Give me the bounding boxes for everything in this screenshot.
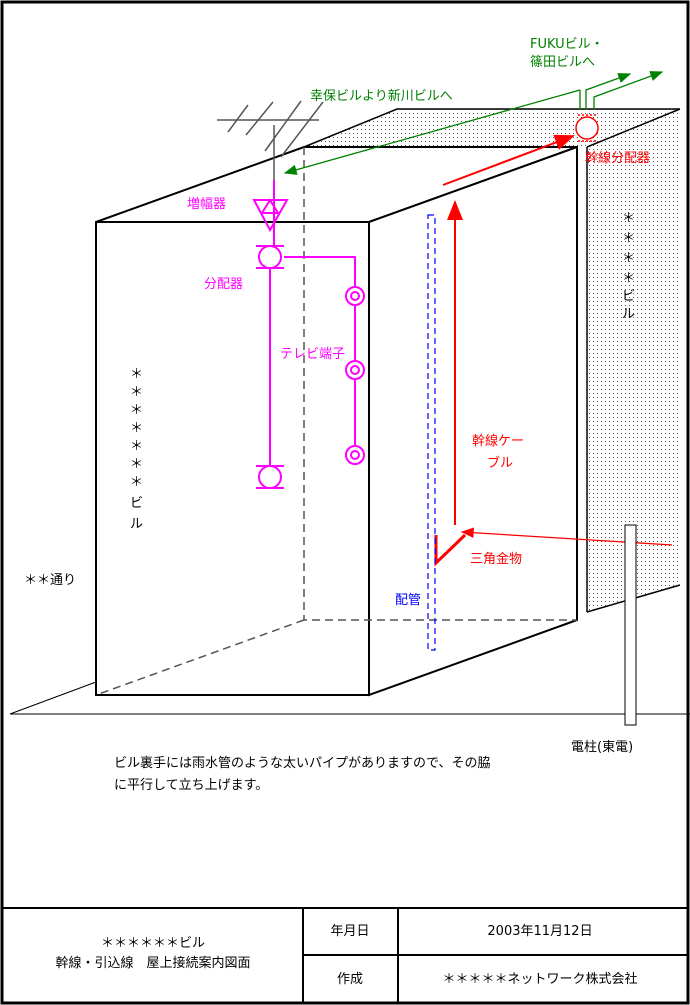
triangle-bracket-label: 三角金物 [470, 551, 522, 567]
neighbor-name-char: ＊ [622, 251, 635, 266]
author-value: ＊＊＊＊＊ネットワーク株式会社 [442, 971, 637, 987]
antenna-icon [217, 100, 324, 180]
building-name-char: ＊ [130, 457, 143, 472]
triangle-bracket-icon [434, 533, 467, 567]
trunk-arrow [442, 134, 575, 186]
building-name-char: ＊ [130, 475, 143, 490]
route-arrow [585, 73, 632, 110]
building-name-char: ビ [130, 496, 143, 511]
building-name-char: ＊ [130, 403, 143, 418]
title-block [2, 907, 688, 1003]
pole-label: 電柱(東電) [571, 739, 633, 755]
service-drop-arrow [460, 527, 673, 546]
branch-line [284, 256, 356, 286]
distributor-label: 分配器 [204, 277, 243, 292]
distributor-icon [256, 465, 284, 489]
amplifier-icon [252, 198, 289, 233]
trunk-splitter-label: 幹線分配器 [585, 150, 650, 166]
route-label: 幸保ビルより新川ビルへ [310, 88, 453, 104]
building-name-char: ＊ [130, 367, 143, 382]
conduit-label: 配管 [395, 593, 421, 608]
route-label: 篠田ビルへ [530, 55, 595, 70]
route-arrow [593, 71, 664, 110]
date-label: 年月日 [330, 924, 369, 939]
amplifier-label: 増幅器 [187, 197, 226, 212]
note-text: に平行して立ち上げます。 [114, 778, 268, 793]
neighbor-name-char: ビ [622, 289, 635, 304]
neighbor-name-char: ＊ [622, 211, 635, 226]
trunk-cable-label: ブル [487, 455, 513, 471]
route-label: FUKUビル・ [530, 37, 604, 52]
building-name-char: ル [130, 517, 143, 532]
tv-outlet-icon [345, 286, 365, 306]
main-building [95, 145, 578, 697]
title-drawing-name: 幹線・引込線 屋上接続案内図面 [55, 955, 250, 971]
building-name-char: ＊ [130, 421, 143, 436]
building-name-char: ＊ [130, 439, 143, 454]
note-text: ビル裏手には雨水管のような太いパイプがありますので、その脇 [114, 756, 490, 771]
route-arrow [283, 89, 581, 175]
date-value: 2003年11月12日 [487, 924, 592, 939]
tv-outlet-icon [345, 445, 365, 465]
neighbor-name-char: ＊ [622, 231, 635, 246]
utility-pole [624, 524, 637, 726]
author-label: 作成 [337, 972, 363, 987]
title-building: ＊＊＊＊＊＊ビル [101, 936, 205, 951]
conduit [427, 214, 436, 651]
tv-outlet-label: テレビ端子 [280, 347, 345, 362]
building-name-char: ＊ [130, 385, 143, 400]
neighbor-name-char: ＊ [622, 271, 635, 286]
street-label: ＊＊通り [24, 573, 76, 588]
tv-outlet-icon [345, 360, 365, 380]
trunk-cable-label: 幹線ケー [472, 433, 524, 449]
street-edge [9, 681, 97, 715]
trunk-splitter-icon [575, 114, 599, 142]
neighbor-name-char: ル [622, 307, 635, 322]
